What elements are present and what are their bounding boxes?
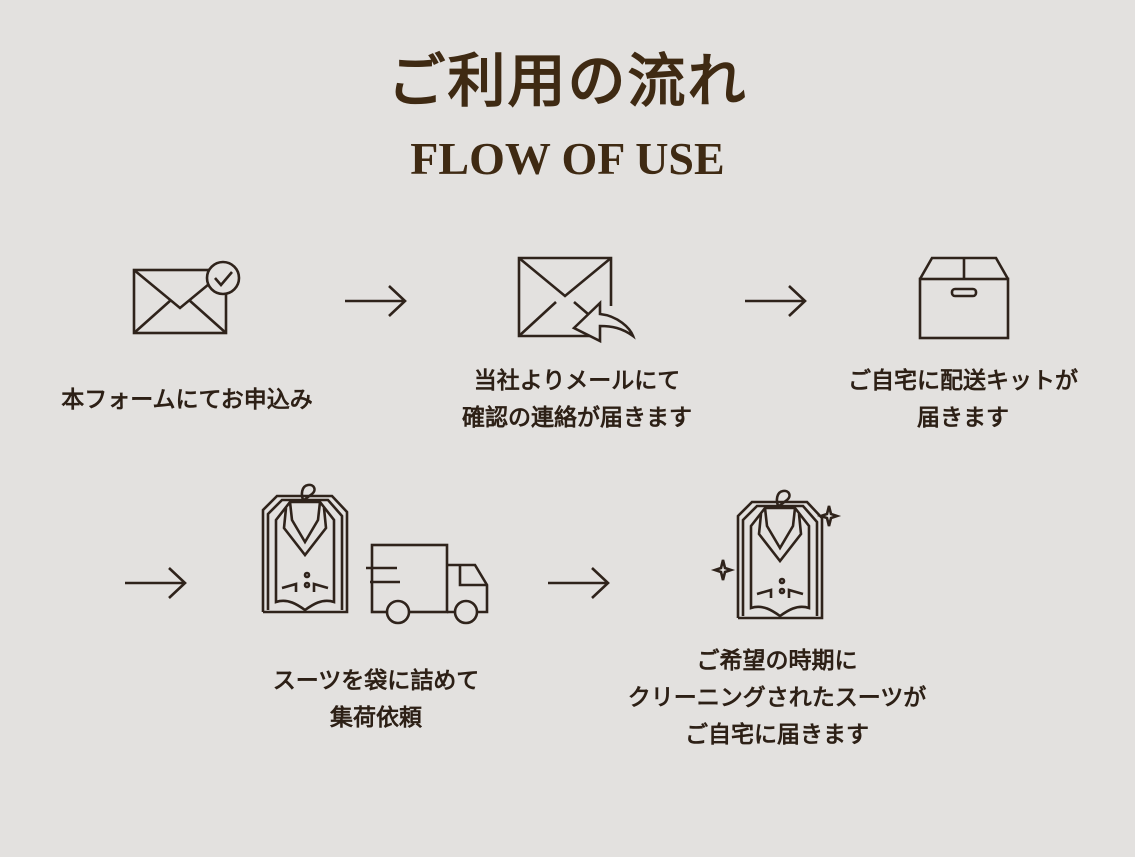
- arrow-right-icon: [125, 567, 187, 599]
- envelope-reply-icon: [517, 256, 636, 344]
- truck-icon: [366, 543, 489, 625]
- sparkle-icon: [816, 505, 842, 527]
- step-1-caption: 本フォームにてお申込み: [61, 381, 313, 418]
- arrow-right-icon: [745, 285, 807, 317]
- step-5-caption: ご希望の時期に クリーニングされたスーツが ご自宅に届きます: [628, 642, 927, 753]
- step-2-caption: 当社よりメールにて 確認の連絡が届きます: [462, 362, 692, 436]
- caption-line: ご自宅に配送キットが: [848, 367, 1078, 394]
- caption-line: スーツを袋に詰めて: [272, 667, 480, 694]
- step-4-caption: スーツを袋に詰めて 集荷依頼: [273, 662, 480, 736]
- arrow-right-icon: [548, 567, 610, 599]
- clean-suit-icon: [710, 489, 842, 620]
- suit-bag-icon: [261, 483, 349, 614]
- caption-line: ご希望の時期に: [696, 647, 858, 674]
- page-title: ご利用の流れ: [387, 47, 748, 115]
- caption-line: 届きます: [917, 404, 1009, 431]
- caption-line: 本フォームにてお申込み: [61, 386, 313, 413]
- arrow-right-icon: [345, 285, 407, 317]
- caption-line: 確認の連絡が届きます: [462, 404, 692, 431]
- box-icon: [918, 256, 1010, 340]
- envelope-check-icon: [132, 260, 241, 335]
- caption-line: 集荷依頼: [329, 704, 422, 731]
- caption-line: ご自宅に届きます: [684, 721, 869, 748]
- page-subtitle: FLOW OF USE: [410, 133, 725, 184]
- suit-truck-icon: [261, 483, 489, 625]
- caption-line: クリーニングされたスーツが: [627, 684, 927, 711]
- step-3-caption: ご自宅に配送キットが 届きます: [848, 362, 1078, 436]
- sparkle-icon: [710, 559, 736, 581]
- caption-line: 当社よりメールにて: [473, 367, 681, 394]
